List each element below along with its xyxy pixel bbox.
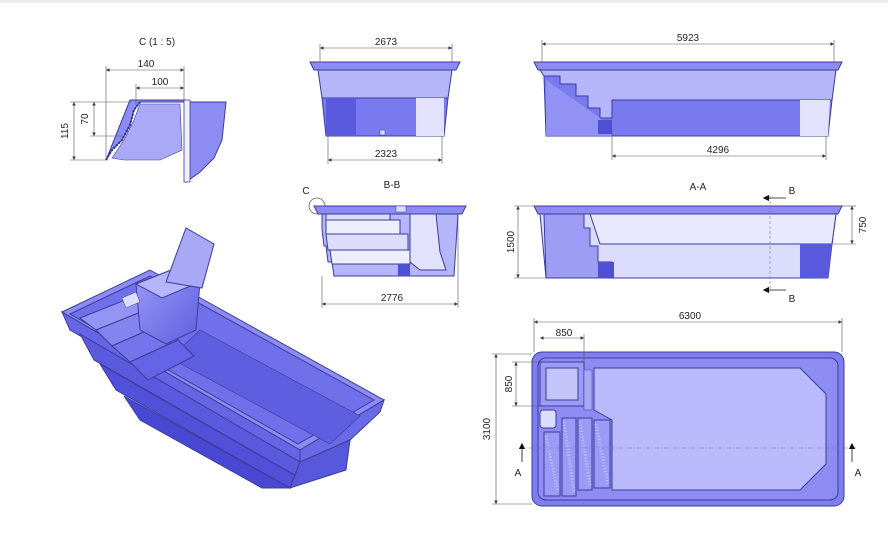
- detail-wall-cut: [183, 99, 191, 183]
- detail-dim-100: 100: [152, 77, 169, 88]
- plan-pool-floor: [593, 367, 827, 491]
- detail-c-view: C (1 : 5) 140 100 115 70: [60, 37, 227, 183]
- iso-step-4: [129, 339, 195, 381]
- detail-c-marker: C: [302, 186, 309, 197]
- side-dim-top: 2673: [375, 37, 398, 48]
- iso-side-lower: [289, 439, 351, 489]
- isometric-view: [60, 227, 386, 489]
- plan-marker-left: A: [515, 468, 522, 479]
- plan-step-3: [577, 417, 593, 491]
- section-bb-view: B-B C 2776: [302, 180, 467, 308]
- section-bb-step-2: [325, 219, 401, 235]
- front-view: 5923 4296: [533, 33, 843, 160]
- detail-dim-115: 115: [60, 123, 71, 139]
- iso-front-step-3: [123, 395, 292, 489]
- section-aa-title: A-A: [690, 182, 707, 193]
- section-aa-view: A-A B B 1500 750: [506, 182, 869, 305]
- detail-inner-surface: [111, 103, 183, 161]
- side-view-upper-wall: [317, 69, 453, 99]
- section-aa-shadow-right: [800, 244, 832, 278]
- top-bar: [0, 0, 888, 3]
- side-view-highlight: [416, 98, 444, 136]
- section-aa-shadow-left: [598, 262, 614, 278]
- side-view: 2673 2323: [309, 37, 461, 164]
- front-view-shadow: [598, 120, 612, 134]
- detail-dim-70: 70: [80, 113, 91, 125]
- section-bb-step-4: [329, 249, 411, 265]
- plan-dim-left: 3100: [482, 417, 493, 440]
- section-bb-dim: 2776: [381, 293, 404, 304]
- side-view-rim: [309, 61, 461, 71]
- front-view-step-shading: [546, 80, 612, 136]
- iso-filter-lid: [165, 227, 215, 289]
- section-bb-title: B-B: [384, 180, 401, 191]
- plan-marker-right: A: [855, 468, 862, 479]
- plan-dim-box-height: 850: [504, 375, 515, 392]
- section-bb-skimmer-icon: [395, 205, 407, 213]
- section-bb-wall: [409, 213, 447, 271]
- front-dim-bottom: 4296: [707, 145, 730, 156]
- front-view-rim: [533, 61, 843, 71]
- section-aa-dim-right: 750: [858, 216, 869, 233]
- section-bb-rim: [313, 205, 467, 215]
- plan-dim-box-width: 850: [556, 328, 573, 339]
- plan-side-ledge: [583, 369, 593, 411]
- iso-skimmer-icon: [121, 291, 141, 309]
- section-aa-steps: [543, 213, 613, 279]
- front-view-body: [543, 75, 833, 137]
- side-view-shadow: [326, 98, 356, 136]
- section-aa-rim: [533, 205, 843, 215]
- section-bb-shadow: [398, 264, 410, 276]
- detail-title: C (1 : 5): [139, 37, 175, 48]
- side-view-drain-icon: [379, 129, 386, 136]
- plan-dim-top: 6300: [679, 311, 702, 322]
- detail-dim-140: 140: [138, 59, 155, 70]
- plan-filter-inner: [545, 367, 579, 401]
- plan-view: A A 6300 850 850 3100: [482, 311, 862, 507]
- front-view-highlight: [800, 100, 830, 136]
- section-aa-marker-top: B: [789, 186, 796, 197]
- detail-hatch: [105, 101, 141, 161]
- front-dim-top: 5923: [677, 33, 700, 44]
- section-aa-dim-left: 1500: [506, 230, 517, 253]
- section-aa-upper-wall: [589, 213, 837, 245]
- section-aa-marker-bottom: B: [789, 294, 796, 305]
- iso-floor: [169, 329, 361, 445]
- plan-skimmer-icon: [539, 409, 557, 429]
- side-dim-bottom: 2323: [375, 149, 398, 160]
- section-bb-step-3: [325, 233, 409, 251]
- section-bb-step-1: [325, 213, 391, 221]
